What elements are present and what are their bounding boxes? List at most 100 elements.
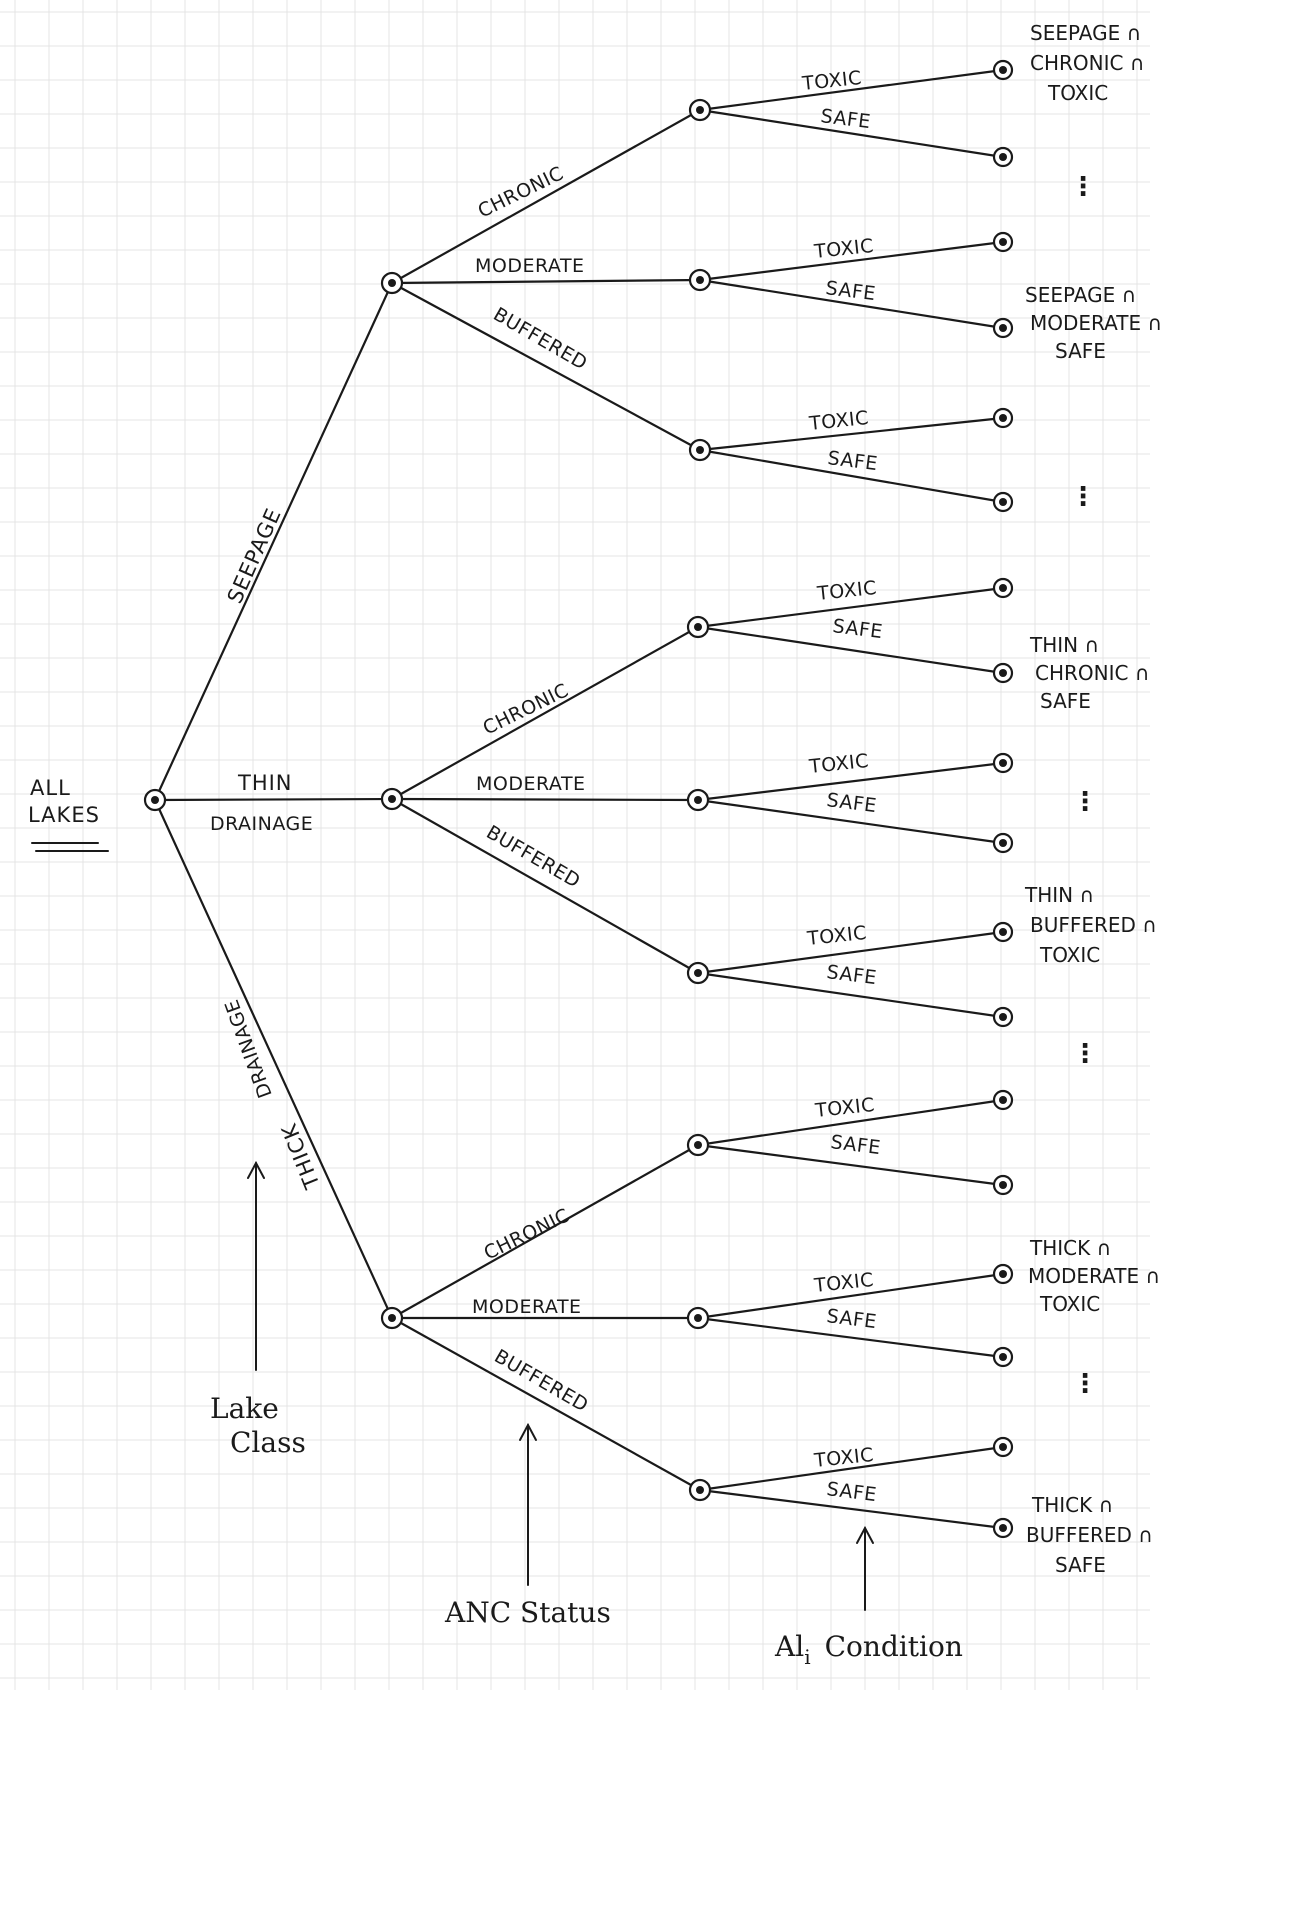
tree-edges xyxy=(153,68,1005,1530)
svg-text:SAFE: SAFE xyxy=(1055,1553,1106,1577)
edge-anc-toxic-7 xyxy=(696,1098,1005,1147)
leaf-node-17 xyxy=(992,1436,1014,1458)
edge-class-2-anc-1 xyxy=(390,625,700,801)
safe-label-9: SAFE xyxy=(825,1478,878,1506)
root-label: ALL LAKES xyxy=(28,776,109,852)
anc-node-2-2 xyxy=(686,788,710,812)
edge-anc-safe-3 xyxy=(698,448,1005,504)
leaf-node-12 xyxy=(992,1006,1014,1028)
lake-class-arrow-head xyxy=(247,1160,265,1179)
leaf-node-8 xyxy=(992,662,1014,684)
svg-text:SAFE: SAFE xyxy=(1040,689,1091,713)
safe-label-3: SAFE xyxy=(826,447,879,475)
svg-text:MODERATE ∩: MODERATE ∩ xyxy=(1030,311,1162,335)
svg-text:SEEPAGE ∩: SEEPAGE ∩ xyxy=(1025,283,1136,307)
edge-root-to-class-2 xyxy=(153,797,394,802)
leaf-node-3 xyxy=(992,231,1014,253)
lake-class-label-line2: Class xyxy=(230,1426,306,1459)
leaf-node-18 xyxy=(992,1517,1014,1539)
leaf-node-9 xyxy=(992,752,1014,774)
class-node-2 xyxy=(380,787,404,811)
edge-anc-toxic-5 xyxy=(696,761,1005,802)
ellipsis-4: ⋮ xyxy=(1072,1039,1098,1069)
svg-text:SAFE: SAFE xyxy=(1055,339,1106,363)
leaf-node-6 xyxy=(992,491,1014,513)
root-label-line2: LAKES xyxy=(28,803,100,827)
leaf-annotation-4: THIN ∩ BUFFERED ∩ TOXIC xyxy=(1024,883,1157,967)
leaf-annotation-1: SEEPAGE ∩ CHRONIC ∩ TOXIC xyxy=(1030,21,1144,105)
leaf-node-5 xyxy=(992,407,1014,429)
svg-text:BUFFERED ∩: BUFFERED ∩ xyxy=(1026,1523,1153,1547)
edge-anc-toxic-9 xyxy=(698,1445,1005,1492)
edge-class-1-anc-1 xyxy=(390,108,702,285)
root-node xyxy=(143,788,167,812)
anc-node-2-3 xyxy=(686,961,710,985)
anc-chronic-label-2: CHRONIC xyxy=(480,679,573,739)
anc-status-label: ANC Status xyxy=(444,1596,611,1629)
leaf-node-16 xyxy=(992,1346,1014,1368)
edge-anc-toxic-2 xyxy=(698,240,1005,282)
svg-text:THICK ∩: THICK ∩ xyxy=(1029,1236,1111,1260)
anc-moderate-label-2: MODERATE xyxy=(476,773,586,795)
ali-condition-arrow-head xyxy=(856,1525,874,1544)
anc-buffered-label-2: BUFFERED xyxy=(483,821,585,892)
safe-label-8: SAFE xyxy=(825,1305,878,1333)
edge-anc-toxic-8 xyxy=(696,1272,1005,1320)
svg-text:SEEPAGE ∩: SEEPAGE ∩ xyxy=(1030,21,1141,45)
toxic-label-4: TOXIC xyxy=(815,577,878,605)
anc-node-1-2 xyxy=(688,268,712,292)
edge-anc-toxic-1 xyxy=(698,68,1005,112)
edge-anc-safe-9 xyxy=(698,1488,1005,1530)
edge-class-2-anc-2 xyxy=(390,797,700,802)
anc-node-2-1 xyxy=(686,615,710,639)
root-label-line1: ALL xyxy=(30,776,71,800)
anc-node-1-3 xyxy=(688,438,712,462)
edge-anc-safe-4 xyxy=(696,625,1005,675)
leaf-node-1 xyxy=(992,59,1014,81)
leaf-node-14 xyxy=(992,1174,1014,1196)
leaf-node-2 xyxy=(992,146,1014,168)
lake-class-axis: Lake Class xyxy=(210,1160,306,1459)
edge-root-to-class-3 xyxy=(153,798,394,1320)
svg-text:TOXIC: TOXIC xyxy=(1039,1292,1100,1316)
edge-anc-safe-8 xyxy=(696,1316,1005,1359)
leaf-node-15 xyxy=(992,1263,1014,1285)
toxic-label-6: TOXIC xyxy=(805,922,868,950)
anc-node-3-1 xyxy=(686,1133,710,1157)
ali-condition-labels: TOXIC SAFE TOXIC SAFE TOXIC SAFE TOXIC S… xyxy=(800,67,884,1506)
edge-anc-safe-2 xyxy=(698,278,1005,330)
toxic-label-5: TOXIC xyxy=(807,750,870,778)
toxic-label-1: TOXIC xyxy=(800,67,863,95)
anc-status-arrow-head xyxy=(519,1422,537,1441)
toxic-label-9: TOXIC xyxy=(812,1444,875,1472)
edge-anc-safe-7 xyxy=(696,1143,1005,1187)
leaf-annotation-3: THIN ∩ CHRONIC ∩ SAFE xyxy=(1029,633,1149,713)
edge-root-to-class-1 xyxy=(153,281,394,802)
edge-class-1-anc-2 xyxy=(390,278,702,285)
safe-label-4: SAFE xyxy=(831,615,884,643)
leaf-node-7 xyxy=(992,577,1014,599)
anc-status-axis: ANC Status xyxy=(444,1422,611,1629)
safe-label-7: SAFE xyxy=(829,1131,882,1159)
lake-class-thin-label-line2: DRAINAGE xyxy=(210,813,313,835)
anc-moderate-label-3: MODERATE xyxy=(472,1296,582,1318)
edge-class-2-anc-3 xyxy=(390,797,700,975)
class-node-1 xyxy=(380,271,404,295)
edge-class-3-anc-3 xyxy=(390,1316,702,1492)
edge-class-3-anc-1 xyxy=(390,1143,700,1320)
leaf-node-4 xyxy=(992,317,1014,339)
graph-paper-grid xyxy=(0,0,1150,1690)
anc-node-1-1 xyxy=(688,98,712,122)
leaf-annotation-2: SEEPAGE ∩ MODERATE ∩ SAFE xyxy=(1025,283,1162,363)
svg-text:BUFFERED ∩: BUFFERED ∩ xyxy=(1030,913,1157,937)
edge-anc-toxic-6 xyxy=(696,930,1005,975)
edge-anc-safe-1 xyxy=(698,108,1005,159)
toxic-label-7: TOXIC xyxy=(813,1094,876,1122)
svg-text:THIN ∩: THIN ∩ xyxy=(1024,883,1094,907)
leaf-node-13 xyxy=(992,1089,1014,1111)
lake-class-thin-label-line1: THIN xyxy=(237,771,293,795)
lake-class-label-line1: Lake xyxy=(210,1392,279,1425)
